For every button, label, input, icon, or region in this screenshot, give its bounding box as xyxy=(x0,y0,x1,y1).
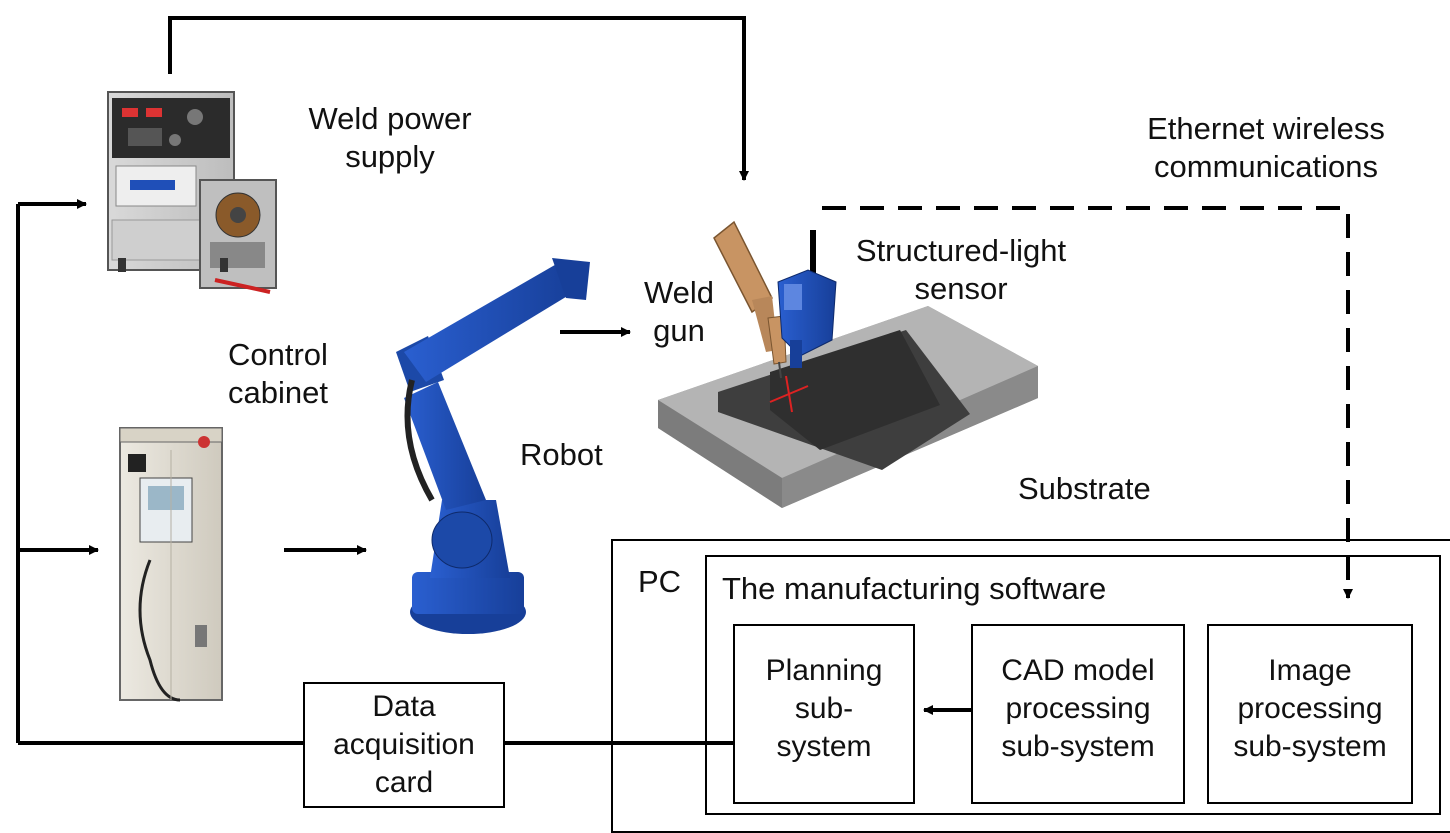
cad-subsystem-box xyxy=(971,624,1185,804)
image-subsystem-box xyxy=(1207,624,1413,804)
substrate-label: Substrate xyxy=(1018,471,1151,506)
structured-light-sensor-image xyxy=(777,230,837,368)
substrate-image xyxy=(658,306,1038,508)
weld-gun-image xyxy=(713,220,787,379)
manufacturing-software-box xyxy=(705,555,1441,815)
connector-psu-to-weld-gun xyxy=(168,16,749,181)
planning-subsystem-box xyxy=(733,624,915,804)
manufacturing-software-title: The manufacturing software xyxy=(722,571,1107,606)
robot-label: Robot xyxy=(520,437,603,472)
weld-power-supply-image xyxy=(107,91,277,294)
pc-label: PC xyxy=(638,564,682,599)
pc-box xyxy=(611,539,1450,833)
robot-image xyxy=(396,258,590,634)
connector-ethernet-dashed xyxy=(822,206,1353,599)
control-cabinet-image xyxy=(119,427,223,702)
daq-box xyxy=(303,682,505,808)
